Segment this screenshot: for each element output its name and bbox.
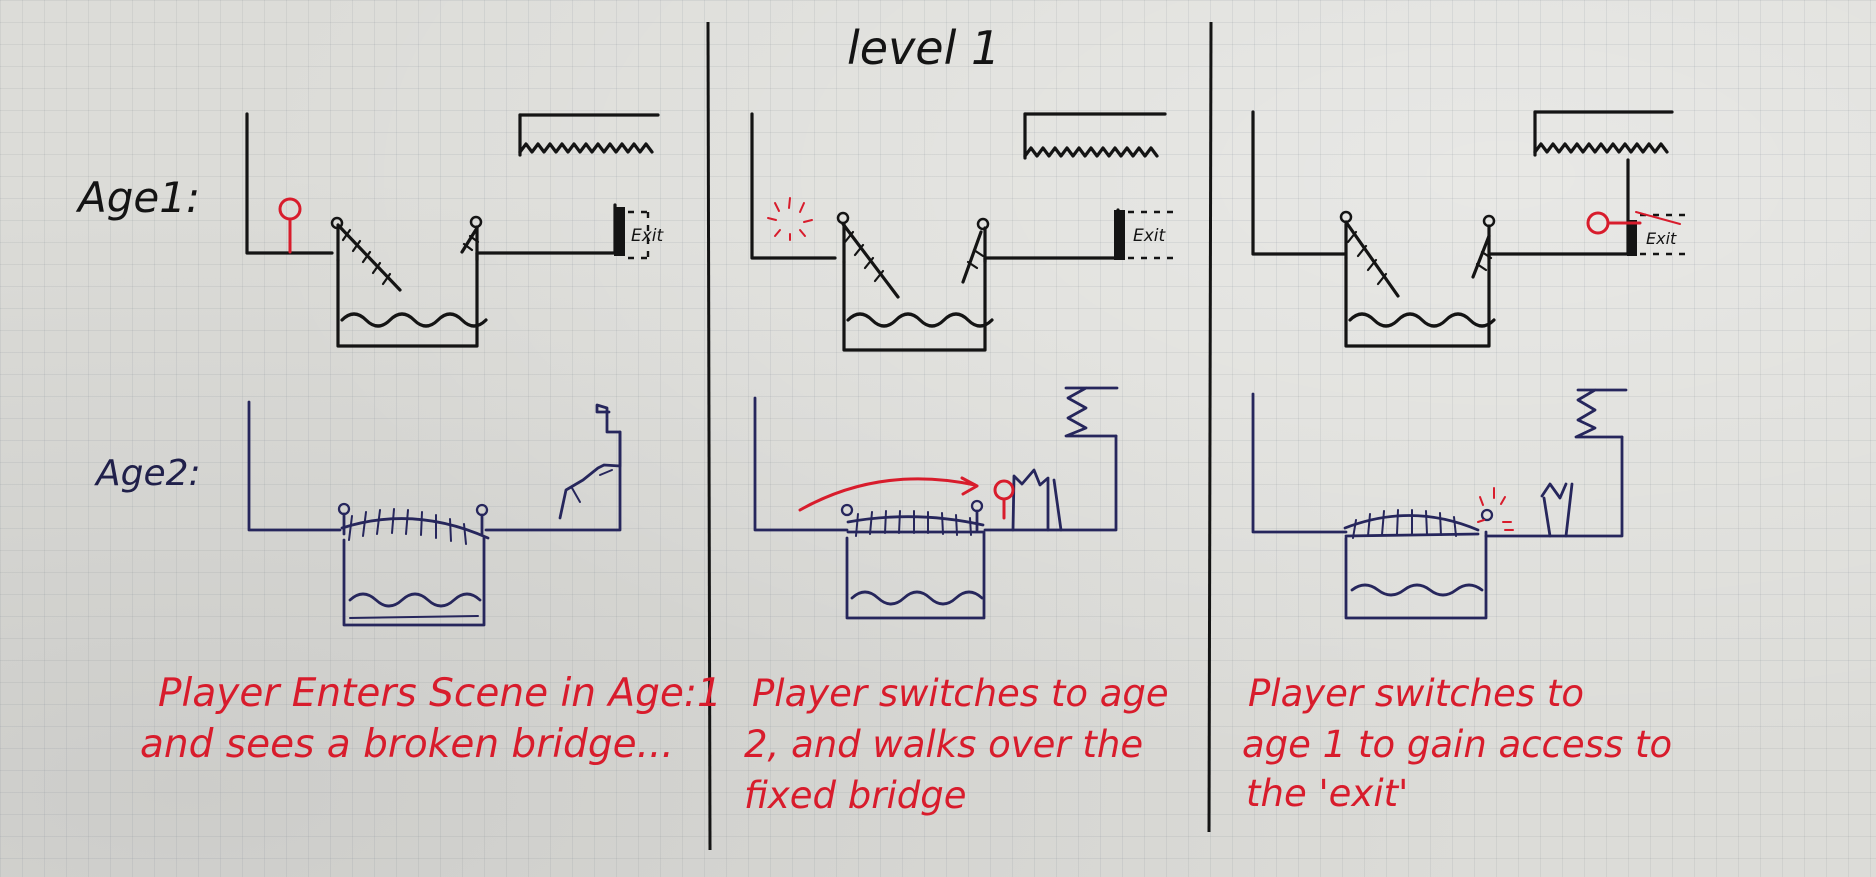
bridge-post-right: [1480, 508, 1494, 522]
exit-zone: [1640, 213, 1690, 256]
walk-arrow: [798, 477, 977, 512]
panel-1: Exit Player Enters Scene i: [140, 112, 722, 767]
bridge-post-right: [469, 215, 483, 229]
exit-door: [614, 207, 625, 256]
bridge-post-left: [330, 216, 344, 230]
fixed-bridge: [340, 508, 490, 545]
age1-row-label: Age1:: [75, 173, 200, 222]
bridge-post-left: [840, 503, 854, 517]
exit-door: [1114, 210, 1125, 260]
water-waves: [850, 590, 984, 606]
caption-3-line-3: the 'exit': [1246, 772, 1408, 815]
exit-label: Exit: [1646, 229, 1677, 248]
panel-3: Exit Player switches to: [1242, 110, 1690, 815]
water-waves: [846, 312, 994, 328]
broken-bridge-left: [841, 222, 900, 299]
caption-2-line-2: 2, and walks over the: [744, 723, 1143, 766]
caption-1-line-2: and sees a broken bridge...: [140, 722, 674, 767]
bridge-post-right: [976, 217, 990, 231]
panel-3-age1-scene: Exit: [1251, 110, 1690, 348]
panel-divider-left: [706, 21, 712, 851]
broken-bridge-left: [336, 223, 402, 292]
fixed-bridge: [846, 510, 985, 537]
player-marker: [1586, 211, 1681, 235]
level-title: level 1: [847, 21, 1000, 75]
exit-label: Exit: [1133, 226, 1167, 246]
panel-3-age2-scene: [1251, 388, 1628, 620]
caption-2-line-3: fixed bridge: [744, 774, 967, 817]
panel-divider-right: [1207, 21, 1213, 833]
broken-bridge-left: [1344, 220, 1400, 298]
caption-3-line-2: age 1 to gain access to: [1242, 723, 1672, 766]
player-marker: [278, 197, 302, 254]
panel-1-age2-scene: [247, 400, 622, 627]
zigzag-platform: [1064, 386, 1119, 438]
bridge-post-right: [1482, 214, 1496, 228]
caption-1-line-1: Player Enters Scene in Age:1: [158, 671, 722, 716]
ruined-wall: [558, 403, 622, 520]
water-waves: [1350, 583, 1484, 597]
ceiling-spikes: [1023, 146, 1159, 158]
ruined-wall: [1540, 482, 1574, 538]
fixed-bridge: [1343, 509, 1480, 539]
bridge-post-left: [337, 502, 351, 516]
player-ghost-marker: [1477, 487, 1514, 531]
ceiling-spikes: [518, 142, 654, 154]
panel-2-age2-scene: [753, 386, 1119, 620]
panel-1-age1-scene: Exit: [245, 112, 665, 348]
panel-2: Exit: [744, 112, 1180, 817]
water-waves: [340, 312, 488, 328]
bridge-post-right: [970, 499, 984, 513]
water-waves: [348, 592, 482, 608]
exit-door: [1627, 220, 1637, 256]
exit-zone: [628, 210, 650, 260]
age2-row-label: Age2:: [94, 453, 201, 494]
panel-2-age1-scene: Exit: [750, 112, 1180, 352]
water-waves: [1348, 312, 1496, 328]
ceiling-spikes: [1533, 142, 1669, 154]
bridge-post-left: [1339, 210, 1353, 224]
broken-bridge-right: [961, 230, 985, 284]
caption-3-line-1: Player switches to: [1248, 672, 1584, 715]
player-marker: [993, 479, 1015, 520]
player-ghost-marker: [767, 197, 813, 241]
exit-label: Exit: [631, 226, 665, 246]
ruined-wall: [1011, 468, 1063, 532]
bridge-post-left: [836, 211, 850, 225]
bridge-post-right: [475, 503, 489, 517]
zigzag-platform: [1574, 388, 1628, 439]
caption-2-line-1: Player switches to age: [752, 672, 1169, 715]
exit-zone: [1128, 210, 1180, 260]
